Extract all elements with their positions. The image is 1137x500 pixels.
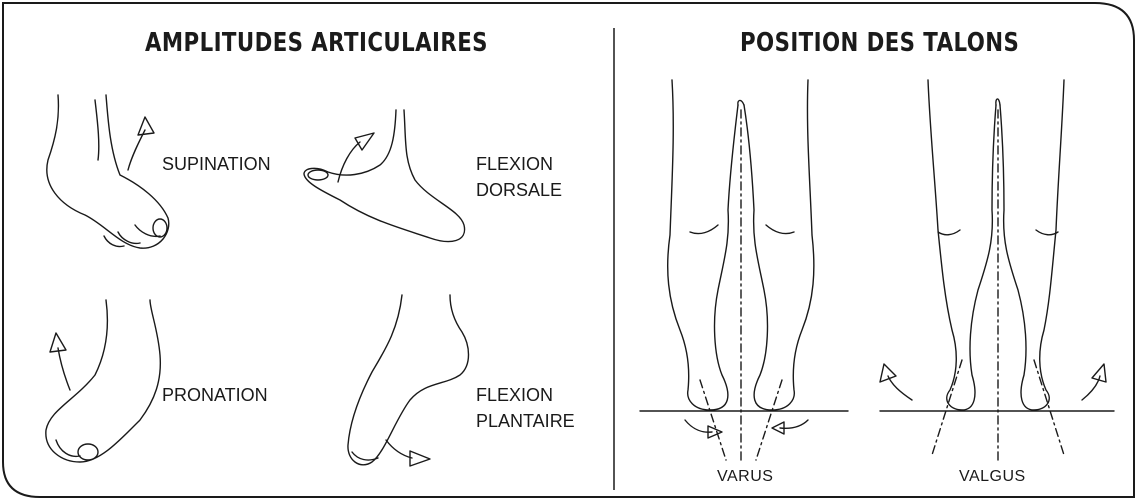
caption-valgus: VALGUS bbox=[959, 468, 1026, 486]
valgus-legs-drawing bbox=[880, 80, 1114, 460]
valgus-arrows bbox=[880, 364, 1106, 400]
varus-arrows bbox=[685, 420, 808, 438]
varus-legs-drawing bbox=[640, 80, 848, 460]
caption-varus: VARUS bbox=[717, 468, 773, 486]
